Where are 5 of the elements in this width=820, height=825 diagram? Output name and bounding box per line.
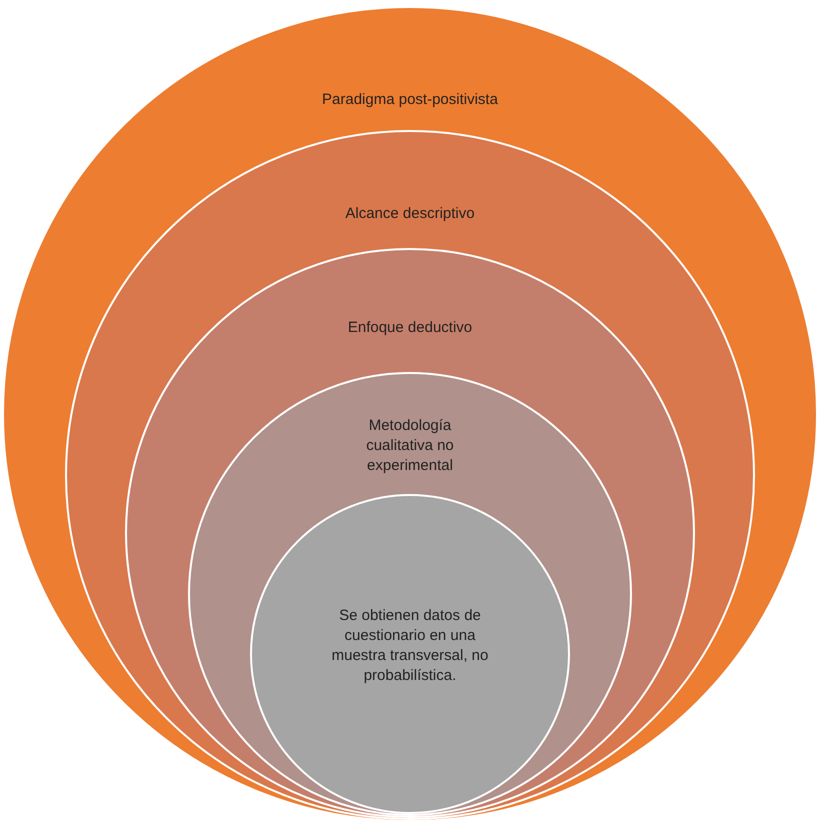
circle-label: Metodología cualitativa no experimental xyxy=(365,416,455,476)
circle-label: Enfoque deductivo xyxy=(346,318,474,338)
circle-label: Paradigma post-positivista xyxy=(321,90,499,110)
circle-label: Alcance descriptivo xyxy=(344,204,476,224)
circle-label: Se obtienen datos de cuestionario en una muestra transversal, no probabilística. xyxy=(330,606,490,686)
